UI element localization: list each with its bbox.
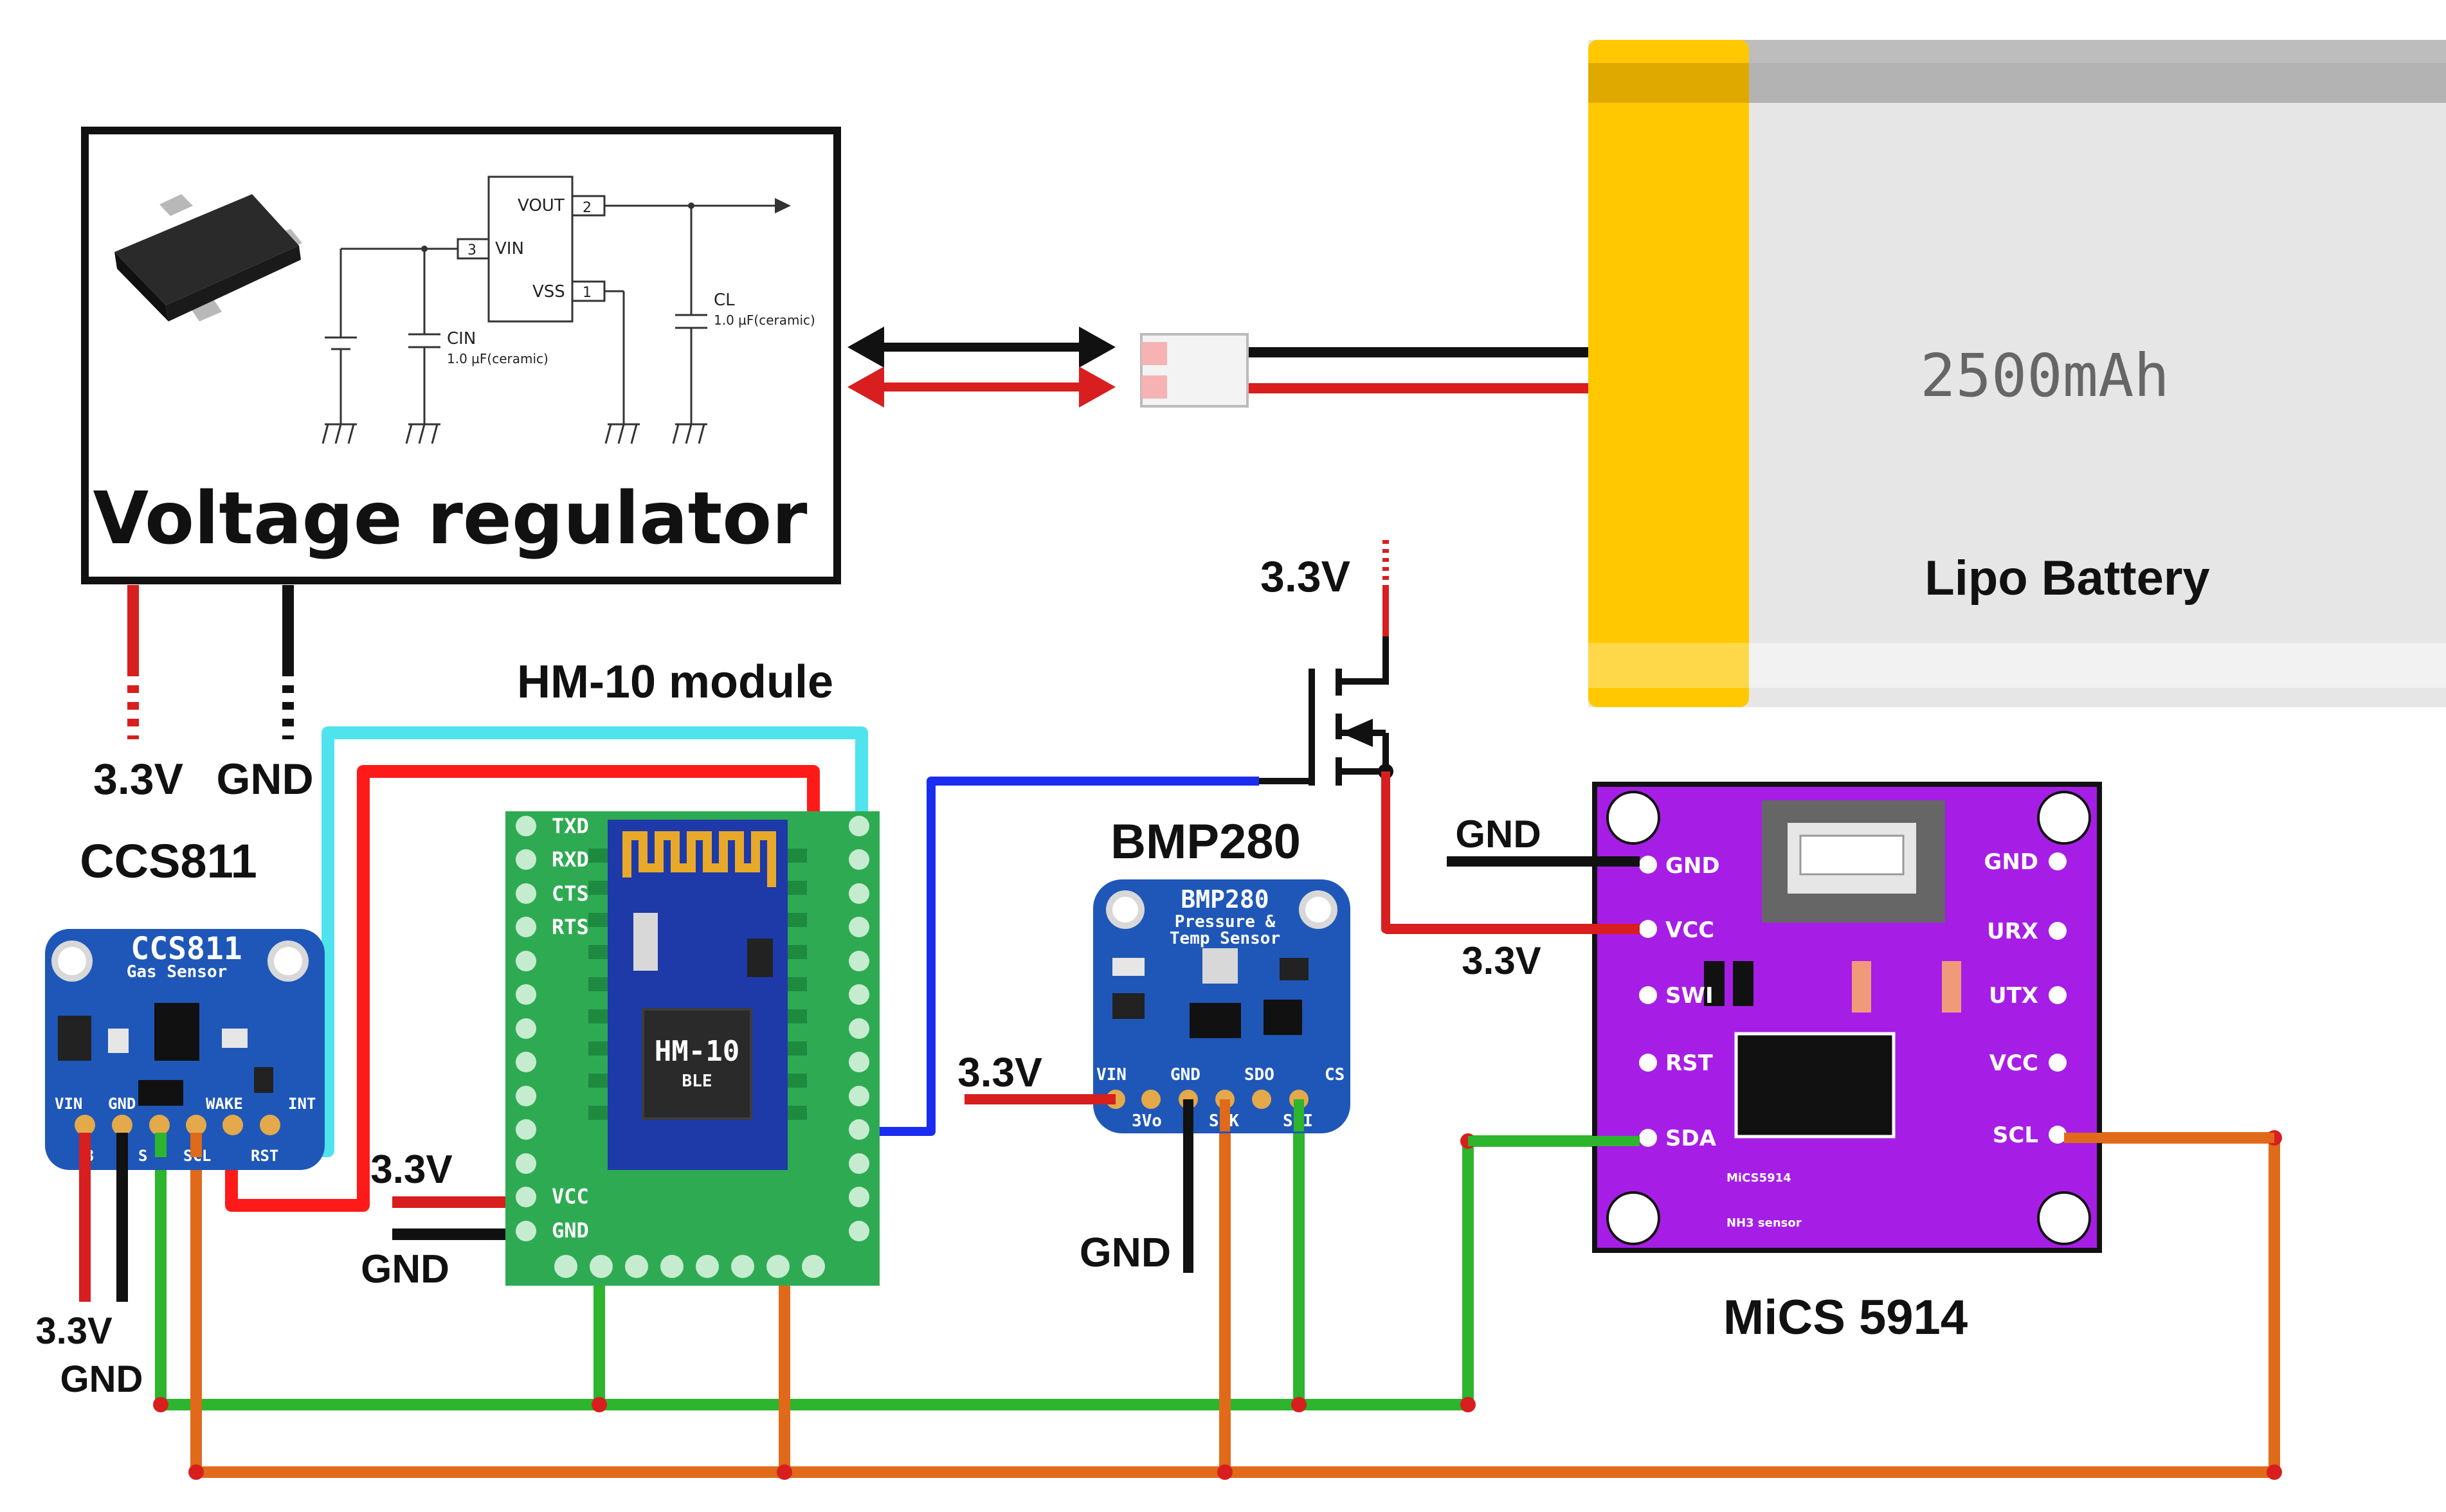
mics-pin-swi: SWI (1665, 983, 1714, 1009)
bmp280-pin-gnd: GND (1170, 1065, 1200, 1084)
ccs811-board: CCS811 Gas Sensor VIN GND WAKE INT 3 S S… (45, 834, 325, 1170)
schematic-pin1: 1 (583, 285, 592, 301)
ccs811-pin-gnd: GND (108, 1095, 136, 1113)
ccs811-board-name: CCS811 (131, 931, 242, 967)
bmp280-pin-3vo: 3Vo (1132, 1112, 1162, 1131)
regulator-title: Voltage regulator (93, 477, 808, 561)
ccs811-pin-sda: S (138, 1147, 147, 1165)
mics5914-title: MiCS 5914 (1723, 1290, 1968, 1345)
mics-supply-33v-label: 3.3V (1462, 939, 1541, 982)
ccs811-pin-rst: RST (251, 1147, 278, 1165)
bmp280-pin-sdo: SDO (1244, 1065, 1274, 1084)
mics-pin-urx: URX (1987, 919, 2038, 944)
mosfet-gate-wire (862, 777, 1259, 1136)
ccs811-title: CCS811 (80, 834, 257, 888)
bmp280-title: BMP280 (1110, 815, 1301, 869)
mosfet-arrow-icon (1341, 719, 1373, 747)
bmp280-board-sub2: Temp Sensor (1170, 929, 1280, 948)
schematic-cl-value: 1.0 µF(ceramic) (714, 312, 815, 328)
schematic-cin: CIN (447, 329, 476, 348)
sot23-package-icon (114, 194, 302, 321)
ccs811-supply-gnd-label: GND (60, 1358, 143, 1400)
ccs811-supply-33v-label: 3.3V (35, 1310, 113, 1352)
hm10-supply-33v-label: 3.3V (370, 1148, 453, 1192)
battery-capacity: 2500mAh (1920, 341, 2170, 410)
mics-pin-rst: RST (1665, 1050, 1714, 1076)
hm10-pin-vcc: VCC (552, 1184, 589, 1209)
schematic-cl: CL (714, 291, 735, 310)
mics-pin-vcc-right: VCC (1989, 1050, 2038, 1076)
regulator-out-gnd-label: GND (216, 755, 313, 804)
ccs811-pin-vin: VIN (55, 1095, 82, 1113)
hm10-chip-sub: BLE (682, 1072, 712, 1091)
hm10-pin-rxd: RXD (552, 847, 589, 872)
mics-pin-gnd: GND (1665, 853, 1720, 879)
schematic-pin2: 2 (583, 200, 592, 216)
schematic-vin: VIN (495, 239, 524, 258)
hm10-pin-cts: CTS (552, 881, 589, 906)
schematic-pin3: 3 (467, 242, 476, 258)
hm10-pin-gnd: GND (552, 1218, 589, 1243)
lipo-battery: 2500mAh Lipo Battery (1588, 40, 2446, 707)
ccs811-supply-wires: 3.3V GND (35, 1133, 202, 1400)
mics-pin-vcc: VCC (1665, 917, 1714, 943)
mics5914-supply-wires: GND 3.3V (1386, 813, 2274, 1146)
battery-link-arrows (847, 327, 1116, 408)
regulator-outputs: 3.3V GND (93, 585, 314, 804)
mics5914-board: GND VCC SWI RST SDA GND URX UTX VCC SCL … (1592, 782, 2102, 1345)
mosfet-supply: 3.3V (1260, 540, 1389, 636)
bmp280-pin-vin: VIN (1096, 1065, 1127, 1084)
mics-pin-sda: SDA (1665, 1126, 1717, 1151)
hm10-supply-gnd-label: GND (361, 1247, 449, 1292)
bmp280-board-sub1: Pressure & (1175, 912, 1276, 932)
bmp280-pin-cs: CS (1325, 1065, 1345, 1084)
voltage-regulator: VOUT VIN VSS 2 3 1 CIN 1.0 µF(ceramic) C… (81, 127, 841, 584)
bmp280-supply-gnd-label: GND (1080, 1229, 1171, 1275)
hm10-pin-rts: RTS (552, 915, 589, 939)
bmp280-board-name: BMP280 (1181, 885, 1269, 914)
mosfet-supply-33v-label: 3.3V (1260, 552, 1350, 601)
mics-pin-gnd-right: GND (1984, 849, 2038, 875)
mosfet-switch (1259, 636, 1389, 786)
hm10-pin-txd: TXD (552, 814, 589, 838)
ccs811-board-sub: Gas Sensor (127, 962, 228, 982)
ccs811-pin-wake: WAKE (206, 1095, 243, 1113)
battery-connector (1140, 333, 1588, 408)
mics-board-text2: NH3 sensor (1726, 1216, 1802, 1230)
hm10-chip-label: HM-10 (655, 1035, 739, 1068)
regulator-out-33v-label: 3.3V (93, 755, 183, 804)
schematic-vout: VOUT (518, 196, 565, 215)
ccs811-pin-int: INT (288, 1095, 316, 1113)
bmp280-supply-wires: 3.3V GND (957, 1049, 1304, 1275)
hm10-module: HM-10 BLE TXD RXD CTS RTS VCC GND HM-10 … (505, 656, 880, 1286)
mics-pin-utx: UTX (1989, 983, 2038, 1009)
mics-pin-scl: SCL (1993, 1122, 2038, 1148)
hm10-supply-wires: 3.3V GND (361, 1148, 521, 1292)
schematic-cin-value: 1.0 µF(ceramic) (447, 351, 548, 366)
schematic-vss: VSS (532, 282, 565, 302)
hm10-title: HM-10 module (517, 656, 833, 708)
mics-supply-gnd-label: GND (1455, 813, 1541, 856)
bmp280-supply-33v-label: 3.3V (957, 1049, 1042, 1095)
battery-label: Lipo Battery (1925, 551, 2209, 606)
mics-board-text1: MiCS5914 (1726, 1171, 1791, 1185)
bmp280-board: BMP280 Pressure & Temp Sensor VIN GND SD… (1093, 815, 1350, 1133)
